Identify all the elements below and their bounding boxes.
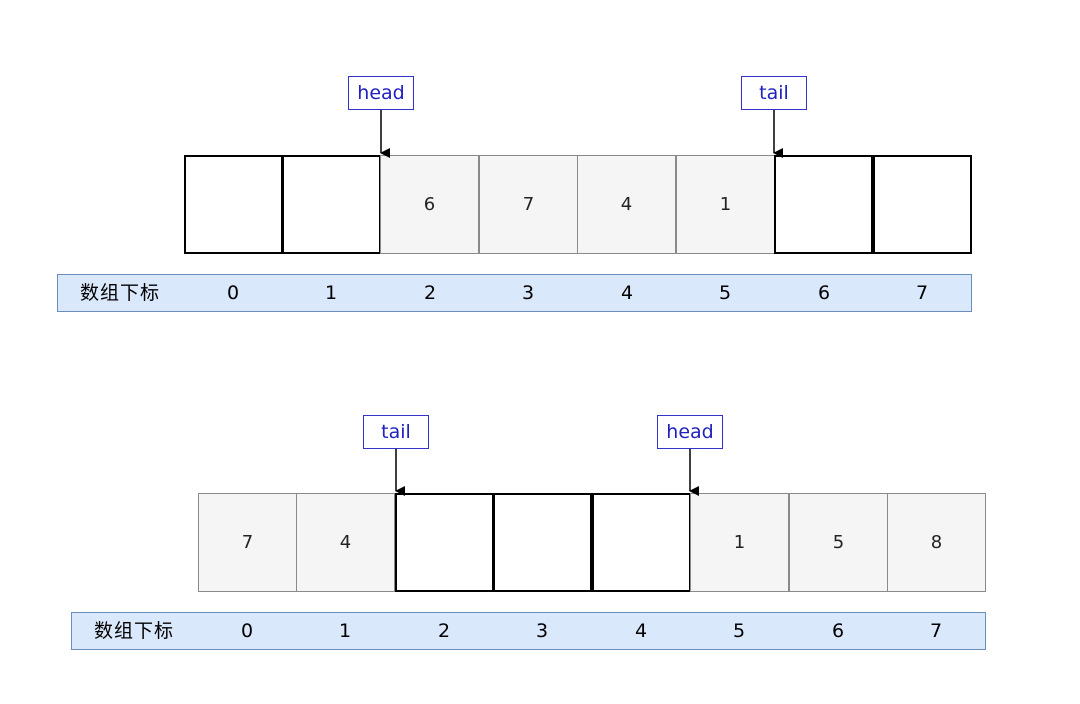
head-pointer-label: head: [348, 76, 414, 110]
index-label-5: 5: [718, 282, 732, 304]
index-label-5: 5: [732, 620, 746, 642]
index-label-3: 3: [535, 620, 549, 642]
tail-pointer-label: tail: [741, 76, 807, 110]
index-label-4: 4: [620, 282, 634, 304]
array-cell-4: 4: [577, 155, 676, 254]
index-bar: 数组下标 0 1 2 3 4 5 6 7: [57, 274, 972, 312]
index-title: 数组下标: [93, 620, 174, 642]
array-cell-5: 1: [690, 493, 789, 592]
index-label-2: 2: [423, 282, 437, 304]
array-cell-1: [282, 155, 381, 254]
index-label-7: 7: [929, 620, 943, 642]
array-cell-2: 6: [380, 155, 479, 254]
index-label-6: 6: [817, 282, 831, 304]
array-cell-7: 8: [887, 493, 986, 592]
index-bar: 数组下标 0 1 2 3 4 5 6 7: [71, 612, 986, 650]
index-title: 数组下标: [79, 282, 160, 304]
array-cell-3: 7: [479, 155, 578, 254]
index-label-3: 3: [521, 282, 535, 304]
array-cell-6: 5: [789, 493, 888, 592]
index-label-1: 1: [338, 620, 352, 642]
index-label-0: 0: [240, 620, 254, 642]
array-cell-7: [873, 155, 972, 254]
index-label-2: 2: [437, 620, 451, 642]
array-cell-2: [395, 493, 494, 592]
array-cell-3: [493, 493, 592, 592]
index-label-4: 4: [634, 620, 648, 642]
head-pointer-label: head: [657, 415, 723, 449]
array-cell-6: [774, 155, 873, 254]
array-cell-0: [184, 155, 283, 254]
array-cell-1: 4: [296, 493, 395, 592]
index-label-7: 7: [915, 282, 929, 304]
index-label-0: 0: [226, 282, 240, 304]
array-cell-5: 1: [676, 155, 775, 254]
index-label-6: 6: [831, 620, 845, 642]
array-cell-0: 7: [198, 493, 297, 592]
index-label-1: 1: [324, 282, 338, 304]
array-cell-4: [592, 493, 691, 592]
tail-pointer-label: tail: [363, 415, 429, 449]
